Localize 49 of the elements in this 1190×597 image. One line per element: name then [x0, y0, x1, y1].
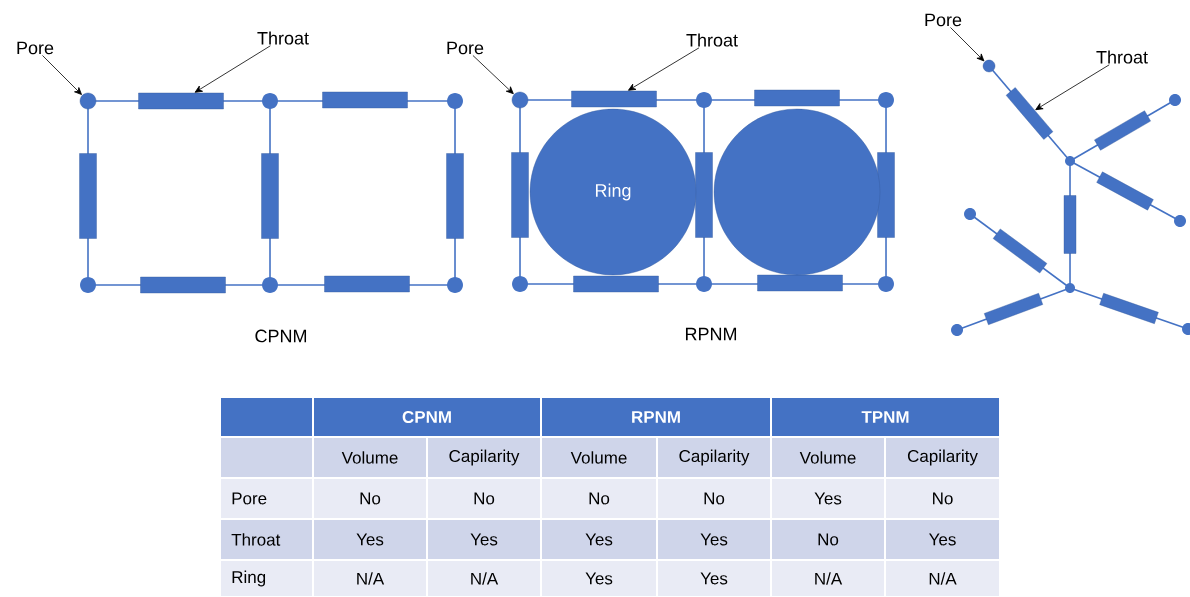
header-cell: CPNM	[314, 398, 540, 436]
table-cell: Pore	[221, 479, 312, 518]
leader-line	[1035, 64, 1110, 111]
callout-label: Throat	[1096, 50, 1148, 64]
caption-label: RPNM	[686, 327, 737, 341]
table-cell: No	[658, 479, 770, 518]
callout-label: Pore	[925, 13, 962, 27]
caption-label: CPNM	[255, 329, 306, 343]
throat-bar	[571, 90, 657, 108]
table-cell: Yes	[886, 520, 999, 559]
table-cell: N/A	[886, 561, 999, 596]
callout-label: Pore	[447, 41, 484, 55]
table-cell: Yes	[314, 520, 426, 559]
table-cell: Yes	[658, 520, 770, 559]
table-cell: Yes	[542, 520, 656, 559]
table-cell: No	[314, 479, 426, 518]
table-cell: Volume	[542, 438, 656, 477]
leader-line	[42, 55, 82, 95]
leader-line	[194, 45, 271, 93]
table-cell: Capilarity	[658, 438, 770, 477]
table-cell: Yes	[542, 561, 656, 596]
table-cell: Volume	[314, 438, 426, 477]
table-cell: N/A	[772, 561, 884, 596]
leader-line	[950, 27, 985, 62]
table-cell: Volume	[772, 438, 884, 477]
table-cell: No	[886, 479, 999, 518]
table-cell: Yes	[772, 479, 884, 518]
leader-line	[628, 47, 700, 91]
callout-label: Throat	[257, 31, 309, 45]
header-cell: RPNM	[542, 398, 770, 436]
table-cell: No	[428, 479, 540, 518]
table-cell: Ring	[221, 561, 312, 596]
pore-circle	[79, 92, 97, 110]
table-cell: No	[542, 479, 656, 518]
table-cell: Throat	[221, 520, 312, 559]
table-cell: Yes	[428, 520, 540, 559]
callout-label: Throat	[686, 33, 738, 47]
header-cell: TPNM	[772, 398, 999, 436]
throat-bar	[1005, 87, 1054, 140]
table-cell: Yes	[658, 561, 770, 596]
callout-label: Pore	[17, 41, 54, 55]
table-cell: No	[772, 520, 884, 559]
table-cell: Capilarity	[886, 438, 999, 477]
table-cell: Capilarity	[428, 438, 540, 477]
table-cell: N/A	[314, 561, 426, 596]
throat-bar	[138, 92, 224, 110]
pore-circle	[511, 91, 529, 109]
table-cell: N/A	[428, 561, 540, 596]
leader-line	[472, 55, 514, 95]
